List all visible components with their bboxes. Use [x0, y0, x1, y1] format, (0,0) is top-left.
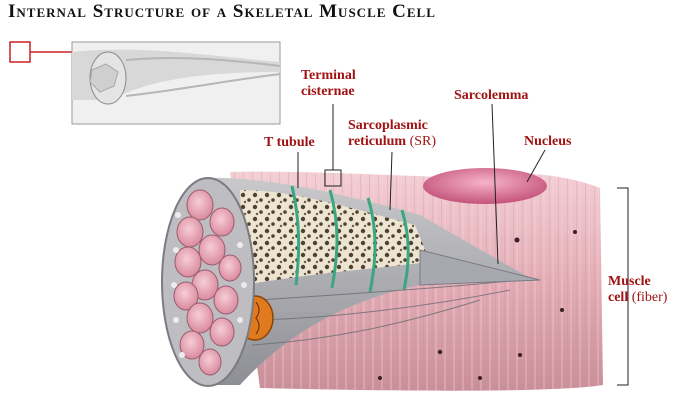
muscle-cell-label: Muscle cell (fiber) — [608, 274, 668, 305]
fiber-text: (fiber) — [631, 290, 668, 305]
sr-leader — [389, 151, 393, 211]
inset-marker-box — [9, 41, 31, 63]
sarcolemma-leader — [491, 103, 499, 265]
t-tubules — [290, 185, 410, 293]
inset-muscle-overview — [9, 41, 281, 125]
sarcoplasmic-reticulum-label: Sarcoplasmic reticulum (SR) — [348, 118, 437, 149]
cross-section-end — [161, 177, 255, 387]
page-title: Internal Structure of a Skeletal Muscle … — [8, 1, 436, 22]
t-tubule-label: T tubule — [264, 135, 315, 150]
muscle-cell-bracket — [617, 187, 629, 386]
leader-lines — [297, 103, 629, 386]
sr-abbreviation: (SR) — [409, 134, 437, 149]
membrane-pores — [378, 230, 577, 380]
nucleus-label: Nucleus — [524, 134, 572, 149]
terminal-cisternae-label: Terminal cisternae — [301, 68, 356, 99]
nucleus-shape — [423, 168, 547, 204]
sarcolemma-label: Sarcolemma — [454, 88, 529, 103]
nucleus-leader — [526, 149, 546, 183]
myofibril-cross-sections — [173, 189, 242, 376]
